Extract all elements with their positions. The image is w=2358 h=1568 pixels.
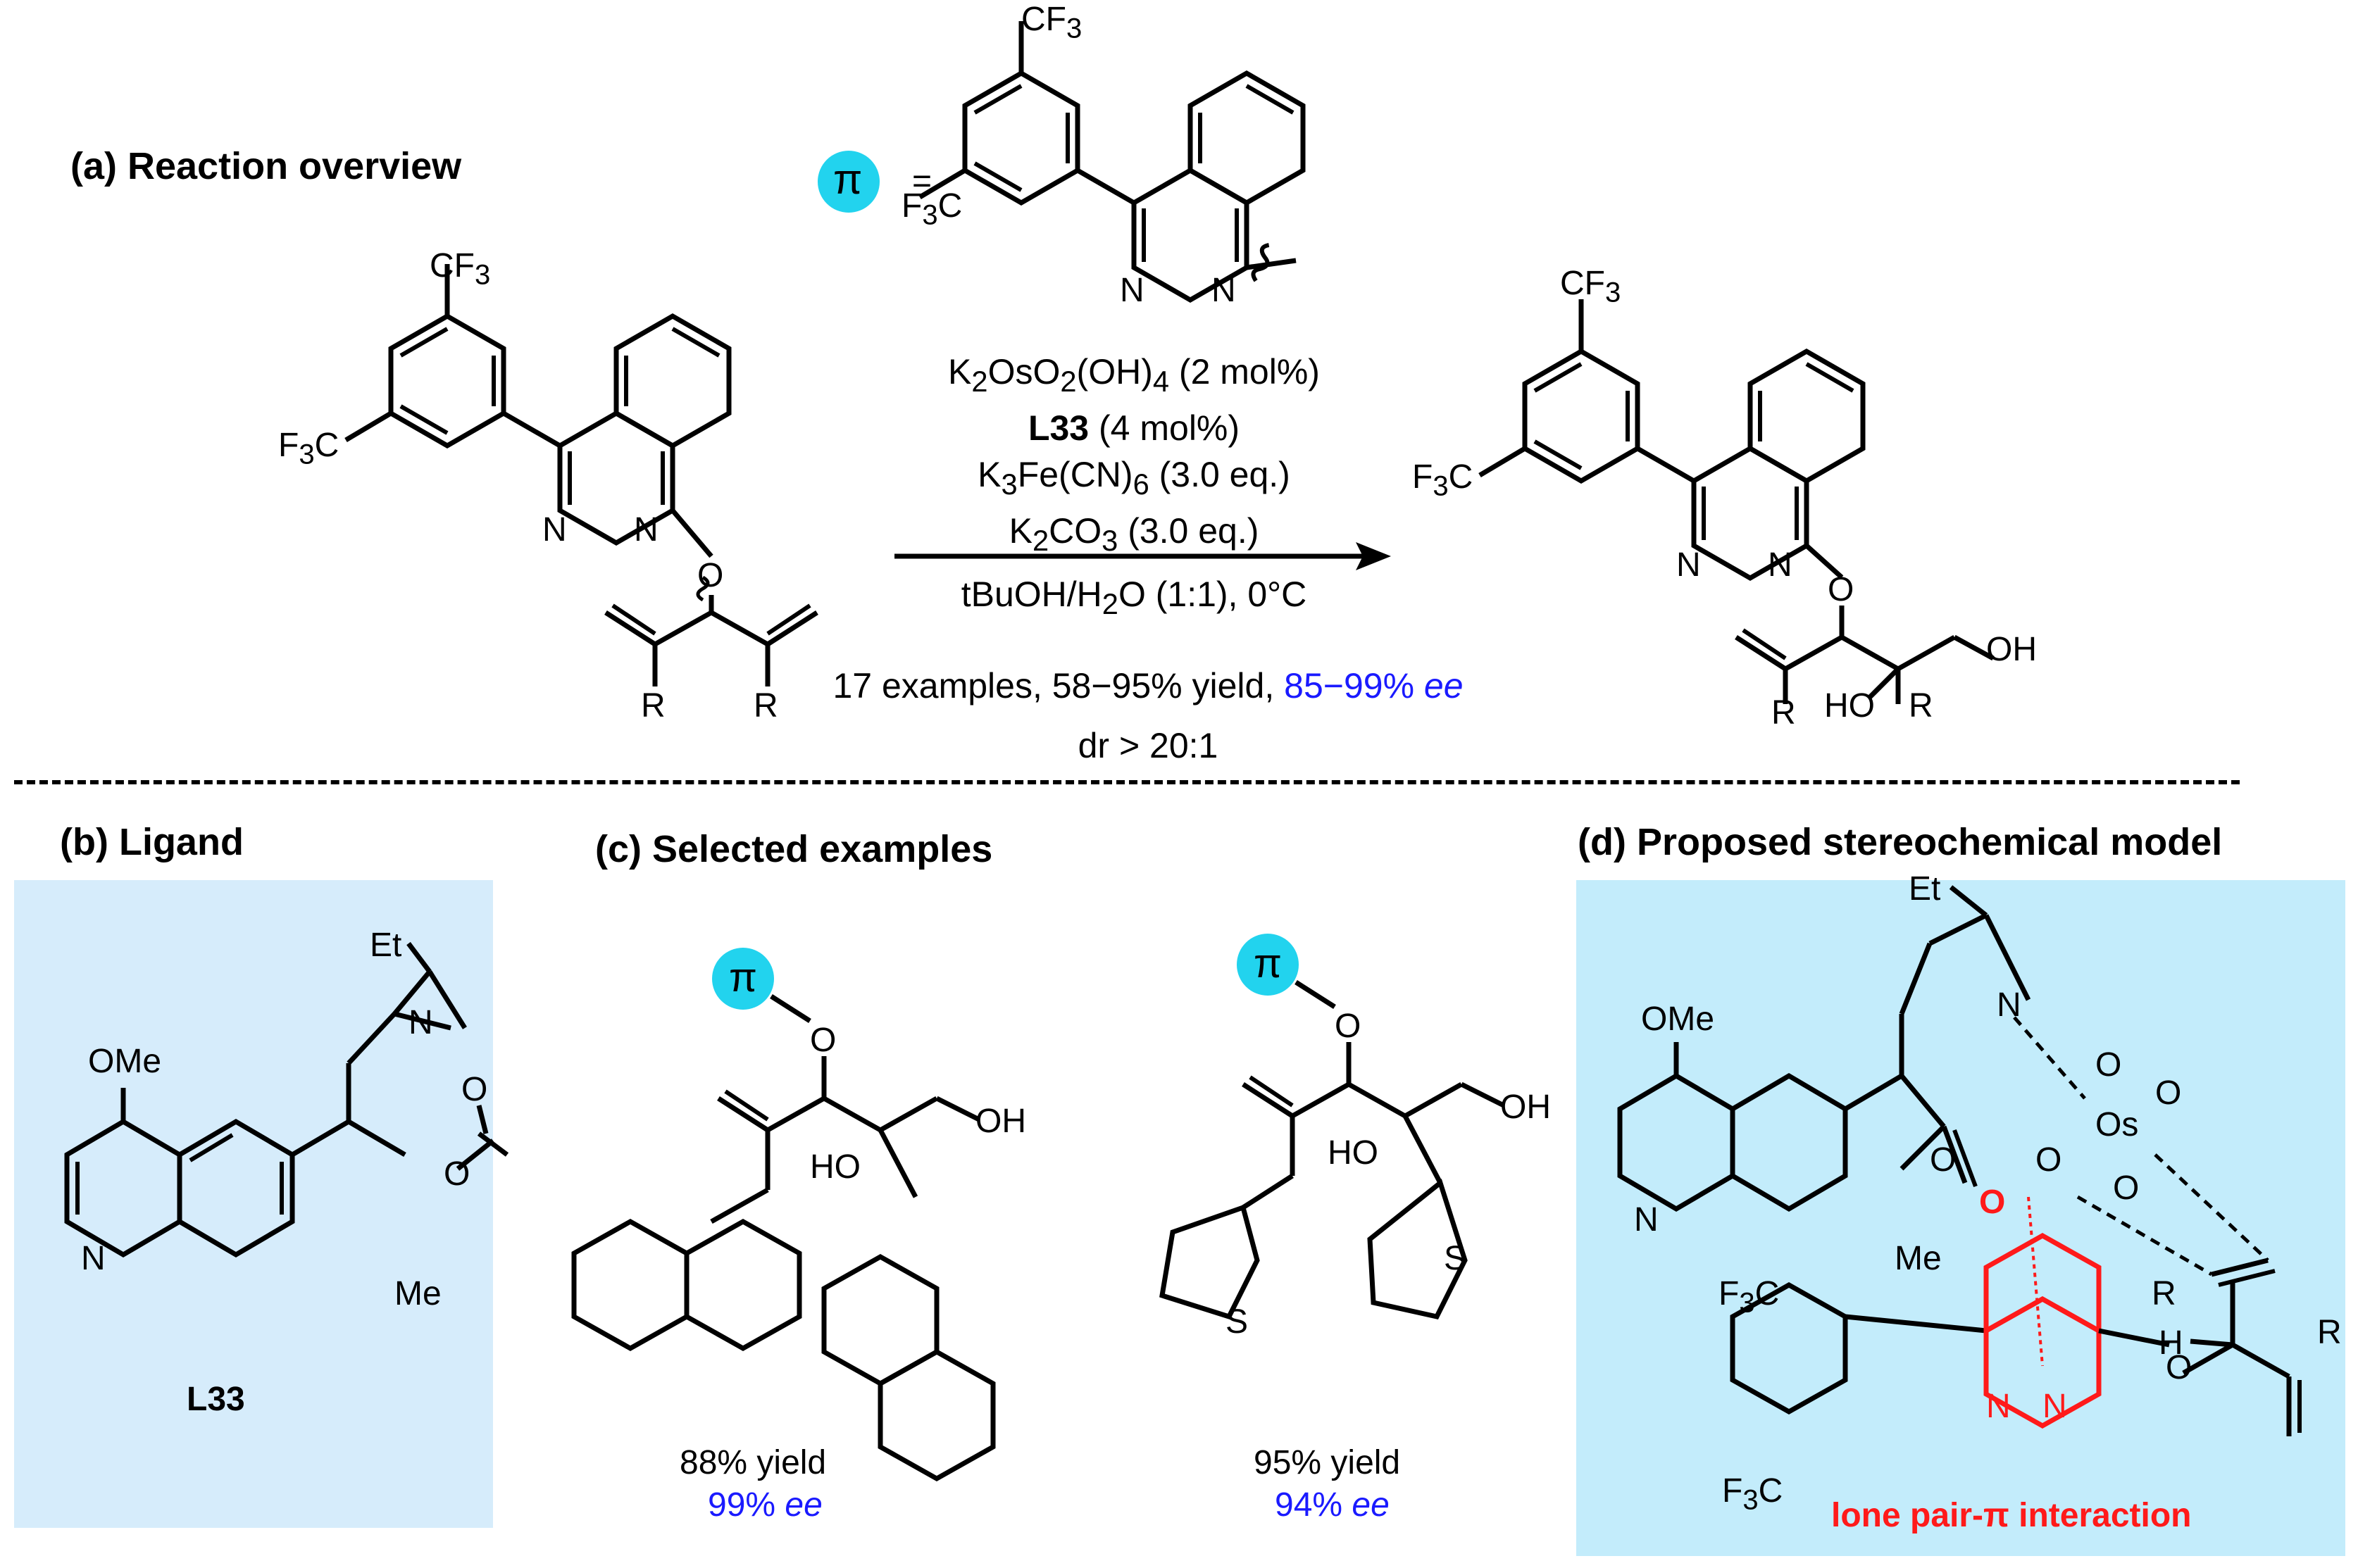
product-o: O [1828,571,1854,608]
model-n-ring: N [1997,986,2021,1024]
lone-pair-pi-label: lone pair-π interaction [1831,1497,2192,1534]
model-n1: N [1986,1388,2011,1425]
ligand-n-ring: N [408,1004,433,1041]
model-o-ether: O [2166,1349,2192,1386]
model-o4: O [2113,1169,2140,1207]
model-ome: OMe [1641,1001,1715,1038]
model-n2: N [2042,1388,2067,1425]
ligand-o-ester: O [444,1155,470,1193]
heading-reaction-overview: (a) Reaction overview [70,145,462,187]
sm-f3c: F3C [278,427,339,470]
diastereoselectivity: dr > 20:1 [1078,726,1218,765]
product-ho: HO [1824,687,1875,725]
sm-n2: N [634,511,659,548]
ligand-ome: OMe [88,1043,162,1080]
model-o-ester: O [1930,1141,1957,1179]
model-f3c-top: F3C [1718,1275,1780,1319]
condition-osmium: K2OsO2(OH)4 (2 mol%) [948,352,1320,398]
pi-def-n1: N [1120,272,1144,309]
example-1-pi: π [729,955,758,1001]
model-o3: O [2035,1141,2062,1179]
condition-solvent: tBuOH/H2O (1:1), 0°C [961,575,1307,620]
scope-summary: 17 examples, 58−95% yield, 85−99% ee [832,666,1464,705]
model-et: Et [1909,870,1941,908]
heading-ligand: (b) Ligand [60,821,244,863]
ligand-et: Et [370,927,402,964]
model-me: Me [1895,1240,1942,1277]
model-r2: R [2317,1314,2342,1351]
model-h: H [2159,1324,2183,1362]
example-2-s1: S [1225,1303,1249,1341]
example-2-s2: S [1444,1240,1467,1277]
example-2-ee: 94% ee [1275,1486,1390,1524]
equals-sign: = [912,163,932,200]
example-1-ee: 99% ee [708,1486,823,1524]
model-n-quinoline: N [1634,1201,1659,1238]
model-o-carbonyl: O [1979,1184,2006,1221]
sm-cf3: CF3 [430,247,491,291]
ligand-o-carbonyl: O [461,1071,488,1108]
pi-badge [818,151,880,213]
model-os: Os [2095,1106,2139,1143]
ligand-n-quinoline: N [81,1240,106,1277]
section-divider [14,780,2240,784]
sm-r1: R [641,687,666,725]
model-r1: R [2152,1275,2176,1312]
example-2-oh: OH [1500,1089,1551,1126]
pi-badge-label: π [833,156,863,203]
pi-def-n2: N [1211,272,1236,309]
condition-carbonate: K2CO3 (3.0 eq.) [1009,511,1259,557]
product-oh: OH [1986,631,2037,668]
example-2-pi: π [1254,941,1283,986]
example-1-oh: OH [975,1103,1026,1140]
ligand-me: Me [394,1275,442,1312]
example-2-yield: 95% yield [1254,1444,1401,1481]
product-n2: N [1768,546,1792,584]
sm-r2: R [754,687,778,725]
pi-def-cf3: CF3 [1021,1,1083,44]
model-structure [1617,885,2302,1436]
example-1-o: O [810,1022,837,1059]
model-o1: O [2095,1046,2122,1084]
condition-ligand: L33 (4 mol%) [1028,408,1240,448]
reaction-conditions: K2OsO2(OH)4 (2 mol%) L33 (4 mol%) K3Fe(C… [866,349,1402,564]
condition-ferricyanide: K3Fe(CN)6 (3.0 eq.) [978,455,1290,501]
example-2-structure [1159,934,1505,1320]
product-r1: R [1771,694,1796,732]
heading-stereochemical-model: (d) Proposed stereochemical model [1578,821,2223,863]
model-o2: O [2155,1074,2182,1112]
example-1-yield: 88% yield [680,1444,827,1481]
ligand-structure [64,941,509,1258]
product-n1: N [1676,546,1701,584]
example-2-ho: HO [1328,1134,1378,1172]
model-panel [1576,880,2345,1556]
product-f3c: F3C [1412,458,1473,502]
heading-selected-examples: (c) Selected examples [595,828,993,870]
product-cf3: CF3 [1560,265,1621,308]
sm-o: O [697,557,724,594]
example-1-ho: HO [810,1148,861,1186]
sm-n1: N [542,511,567,548]
example-1-structure [571,948,996,1482]
pi-def-f3c: F3C [902,187,963,231]
model-f3c-bottom: F3C [1722,1472,1783,1516]
example-2-o: O [1335,1008,1361,1045]
product-r2: R [1909,687,1933,725]
ligand-name: L33 [187,1381,245,1418]
